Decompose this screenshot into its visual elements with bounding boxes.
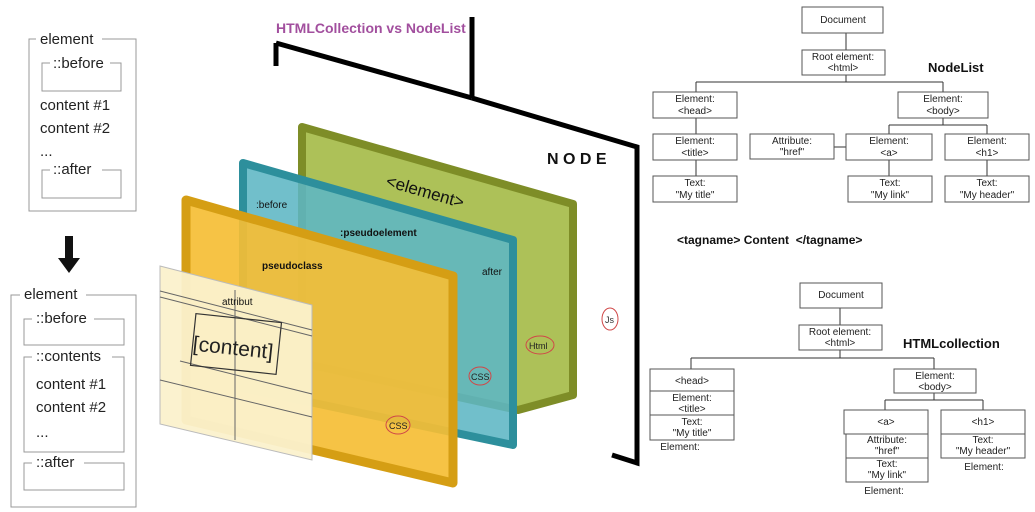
nodelist-text3-l1: Text:: [976, 178, 997, 189]
circle-icon: [468, 366, 492, 386]
hc-text3-l2: "My header": [956, 446, 1011, 457]
nodelist-connectors: [695, 33, 988, 176]
box-model-bottom-after-label: ::after: [36, 454, 74, 471]
circle-icon: [525, 335, 555, 355]
js-label: Js: [605, 315, 615, 325]
box-model-bottom-contents-label: ::contents: [36, 348, 101, 365]
box-model-bottom-after-bg: [32, 455, 84, 469]
box-model-bottom-label-bg: [20, 286, 86, 300]
nodelist-title-l1: Element:: [675, 136, 714, 147]
layer-before-label: :before: [256, 200, 288, 211]
nodelist-root-l2: <html>: [828, 63, 859, 74]
circle-icon: [601, 307, 619, 331]
css-label-2: CSS: [389, 421, 408, 431]
nodelist-text2-l1: Text:: [879, 178, 900, 189]
hc-text2-l1: Text:: [876, 459, 897, 470]
nodelist-heading: NodeList: [928, 60, 984, 75]
hc-attr-l2: "href": [875, 446, 900, 457]
hc-title-l1: Element:: [672, 393, 711, 404]
hc-title-l2: <title>: [678, 404, 705, 415]
box-model-top-ellipsis: ...: [40, 143, 53, 160]
tagline: <tagname> Content </tagname>: [677, 233, 862, 247]
box-model-top-content-1: content #1: [40, 97, 110, 114]
css-label-1: CSS: [471, 372, 490, 382]
nodelist-head-l1: Element:: [675, 94, 714, 105]
htmlcollection-tree: Document Root element: <html> <head> Ele…: [649, 282, 1026, 497]
hc-attr-l1: Attribute:: [867, 435, 907, 446]
box-model-bottom-element-label: element: [24, 286, 78, 303]
box-model-bottom-ellipsis: ...: [36, 424, 49, 441]
hc-a: <a>: [877, 417, 894, 428]
css-annotation-1: [468, 366, 492, 386]
attribut-label: attribut: [222, 297, 253, 308]
htmlcollection-boxes: [649, 282, 1026, 483]
nodelist-root-l1: Root element:: [812, 52, 874, 63]
hc-elem-under-head: Element:: [660, 442, 699, 453]
layer-pseudoclass-label: pseudoclass: [262, 261, 323, 272]
hc-text1-l1: Text:: [681, 417, 702, 428]
nodelist-boxes: [652, 6, 1030, 203]
box-model-top-after-bg: [50, 162, 102, 176]
box-model-bottom: element ::before ::contents content #1 c…: [10, 286, 137, 508]
hc-h1: <h1>: [972, 417, 995, 428]
hc-document: Document: [818, 290, 864, 301]
box-model-top-before-label: ::before: [53, 55, 104, 72]
hc-head: <head>: [675, 376, 709, 387]
layer-after-label: after: [482, 267, 503, 278]
nodelist-a-l2: <a>: [880, 148, 897, 159]
hc-text3-l1: Text:: [972, 435, 993, 446]
box-model-top-element-label: element: [40, 31, 94, 48]
hc-elem-under-h1: Element:: [964, 462, 1003, 473]
content-plane: [159, 265, 313, 461]
nodelist-text3-l2: "My header": [960, 190, 1015, 201]
nodelist-tree: Document Root element: <html> Element: <…: [652, 6, 1030, 203]
css-annotation-2: [385, 415, 411, 435]
circle-icon: [385, 415, 411, 435]
htmlcollection-connectors: [690, 308, 984, 410]
hc-text2-l2: "My link": [868, 470, 907, 481]
box-model-top: element ::before content #1 content #2 .…: [28, 31, 137, 212]
hc-body-l1: Element:: [915, 371, 954, 382]
hc-elem-under-a: Element:: [864, 486, 903, 497]
html-annotation: [525, 335, 555, 355]
hc-root-l2: <html>: [825, 338, 856, 349]
diagram-title: HTMLCollection vs NodeList: [276, 20, 466, 36]
nodelist-title-l2: <title>: [681, 148, 708, 159]
down-arrow-icon: [58, 236, 80, 273]
nodelist-document: Document: [820, 15, 866, 26]
nodelist-text1-l2: "My title": [676, 190, 715, 201]
nodelist-body-l2: <body>: [926, 106, 960, 117]
box-model-bottom-content-2: content #2: [36, 399, 106, 416]
nodelist-head-l2: <head>: [678, 106, 712, 117]
nodelist-text1-l1: Text:: [684, 178, 705, 189]
html-label: Html: [529, 341, 548, 351]
content-plane-surface: [159, 265, 313, 461]
box-model-bottom-before-bg: [32, 311, 94, 325]
nodelist-h1-l2: <h1>: [976, 148, 999, 159]
box-model-top-after-label: ::after: [53, 161, 91, 178]
layer-pseudoelement-label: :pseudoelement: [340, 228, 417, 239]
box-model-bottom-content-1: content #1: [36, 376, 106, 393]
box-model-bottom-contents-bg: [32, 349, 112, 363]
hc-root-l1: Root element:: [809, 327, 871, 338]
box-model-top-before-bg: [50, 55, 110, 69]
node-frame: [273, 17, 640, 467]
node-label: N O D E: [547, 151, 607, 168]
box-model-bottom-before-label: ::before: [36, 310, 87, 327]
box-model-top-content-2: content #2: [40, 120, 110, 137]
hc-body-l2: <body>: [918, 382, 952, 393]
htmlcollection-heading: HTMLcollection: [903, 336, 1000, 351]
nodelist-attr-l1: Attribute:: [772, 136, 812, 147]
hc-text1-l2: "My title": [673, 428, 712, 439]
nodelist-h1-l1: Element:: [967, 136, 1006, 147]
box-model-top-label-bg: [36, 31, 102, 45]
nodelist-attr-l2: "href": [780, 147, 805, 158]
nodelist-a-l1: Element:: [869, 136, 908, 147]
nodelist-text2-l2: "My link": [871, 190, 910, 201]
js-annotation: [601, 307, 619, 331]
nodelist-body-l1: Element:: [923, 94, 962, 105]
